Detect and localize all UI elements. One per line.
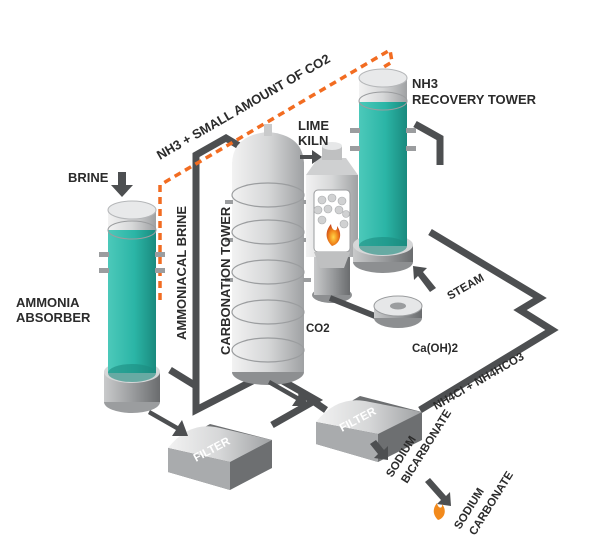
- ammonia-absorber-label-1: AMMONIA: [16, 295, 80, 310]
- lime-kiln: [306, 142, 358, 303]
- pipe-network: [168, 120, 559, 429]
- flame-icon: [326, 224, 341, 246]
- nh3-co2-dashed-line: [158, 47, 394, 300]
- carbonation-return-pipe: [192, 368, 272, 416]
- carbonation-tower: [225, 124, 311, 385]
- lime-kiln-label-2: KILN: [298, 133, 328, 148]
- filter-2: [316, 396, 422, 462]
- filter-1: [168, 424, 272, 490]
- ammoniacal-brine-pipe: [168, 133, 248, 393]
- flame-icon: [433, 503, 445, 520]
- caoh2-label: Ca(OH)2: [412, 343, 458, 355]
- arrow-left-icon: [413, 266, 436, 292]
- ammonia-absorber-label-2: ABSORBER: [16, 310, 91, 325]
- slaker-tank: [328, 295, 423, 328]
- flow-arrows: [111, 150, 451, 506]
- recovery-tower-label-2: RECOVERY TOWER: [412, 92, 537, 107]
- nh4-salts-label: NH4Cl + NH4HCO3: [432, 351, 527, 413]
- recovery-top-pipe: [413, 120, 444, 165]
- arrow-down-icon: [111, 172, 133, 197]
- nh4-salt-pipe: [418, 228, 559, 413]
- lime-kiln-label-1: LIME: [298, 118, 329, 133]
- co2-label: CO2: [306, 323, 330, 335]
- limestone-pebbles: [313, 193, 350, 229]
- ammonia-absorber: [99, 200, 165, 413]
- recovery-tower-label-1: NH3: [412, 76, 438, 91]
- nh3-recovery-tower: [350, 68, 416, 273]
- brine-label: BRINE: [68, 170, 109, 185]
- carbonation-tower-label: CARBONATION TOWER: [218, 206, 233, 355]
- ammoniacal-brine-label: AMMONIACAL BRINE: [174, 206, 189, 340]
- steam-label: STEAM: [446, 272, 487, 303]
